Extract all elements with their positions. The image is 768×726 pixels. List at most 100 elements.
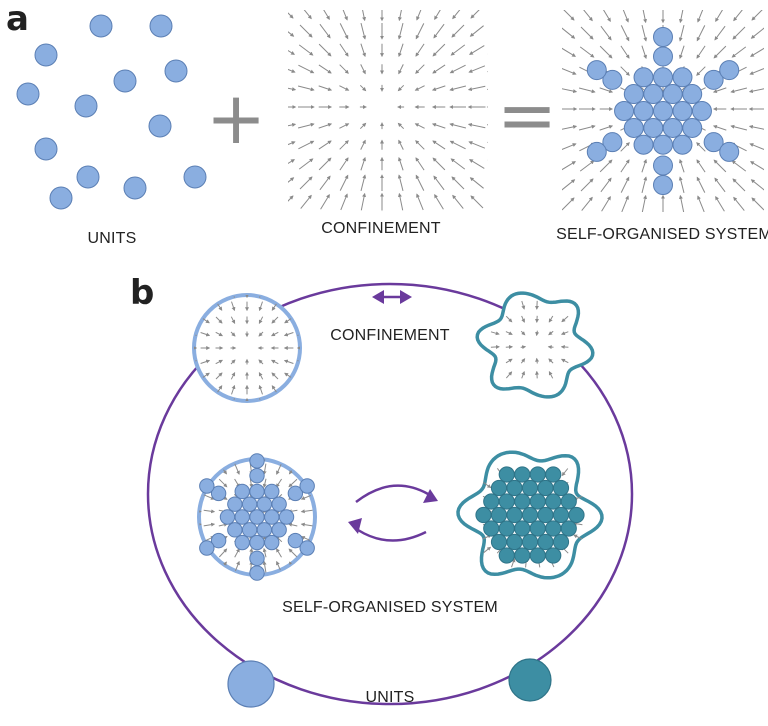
field-arrow bbox=[262, 547, 267, 558]
panel-b: b CONFINEMENT bbox=[130, 273, 634, 708]
field-arrow bbox=[200, 359, 211, 364]
unit bbox=[148, 114, 172, 138]
unit bbox=[234, 534, 250, 551]
field-arrow bbox=[599, 45, 613, 59]
field-arrow bbox=[234, 459, 240, 462]
unit bbox=[498, 493, 515, 510]
field-arrow bbox=[578, 124, 596, 131]
field-arrow bbox=[270, 331, 279, 337]
field-arrow bbox=[339, 85, 350, 91]
field-arrow bbox=[360, 174, 367, 192]
field-arrow bbox=[579, 160, 595, 172]
field-arrow bbox=[302, 562, 312, 572]
field-arrow bbox=[234, 463, 240, 475]
field-arrow bbox=[318, 85, 333, 91]
field-arrow bbox=[713, 159, 727, 173]
field-arrow bbox=[678, 194, 685, 212]
panel-b-letter: b bbox=[130, 273, 154, 313]
field-arrow bbox=[467, 122, 486, 129]
unit bbox=[249, 483, 265, 500]
field-arrow bbox=[573, 534, 583, 540]
field-arrow bbox=[271, 372, 279, 380]
confinement-circle bbox=[192, 293, 302, 403]
field-arrow bbox=[542, 180, 556, 189]
field-arrow bbox=[715, 196, 725, 212]
unit bbox=[498, 466, 515, 483]
unit bbox=[34, 43, 58, 67]
unit bbox=[653, 46, 673, 67]
unit bbox=[475, 506, 492, 524]
field-arrow bbox=[416, 193, 424, 211]
field-arrow bbox=[249, 478, 254, 488]
field-arrow bbox=[299, 24, 313, 38]
cycle-confinement-label: CONFINEMENT bbox=[330, 327, 450, 344]
unit bbox=[623, 84, 644, 105]
unit bbox=[506, 533, 523, 551]
unit bbox=[183, 165, 207, 189]
field-arrow bbox=[732, 26, 746, 40]
field-arrow bbox=[450, 158, 466, 170]
field-arrow bbox=[602, 0, 610, 3]
field-arrow bbox=[490, 7, 503, 18]
unit bbox=[199, 540, 215, 556]
field-arrow bbox=[620, 25, 630, 42]
field-arrow bbox=[562, 179, 576, 191]
unit bbox=[633, 101, 654, 121]
field-arrow bbox=[641, 176, 648, 194]
unit bbox=[299, 478, 315, 494]
unit bbox=[682, 84, 703, 105]
unit bbox=[514, 466, 531, 483]
field-arrow bbox=[287, 522, 298, 527]
field-arrow bbox=[203, 522, 216, 527]
field-arrow bbox=[748, 88, 764, 94]
unit bbox=[545, 520, 562, 537]
field-arrow bbox=[288, 31, 295, 37]
field-arrow bbox=[521, 300, 526, 310]
unit bbox=[264, 509, 280, 525]
field-arrow bbox=[203, 494, 215, 500]
field-arrow bbox=[620, 176, 630, 193]
unit bbox=[672, 134, 693, 155]
field-arrow bbox=[360, 43, 366, 58]
field-arrow bbox=[697, 10, 704, 23]
unit bbox=[552, 479, 570, 497]
field-arrow bbox=[483, 481, 492, 489]
field-arrow bbox=[469, 45, 485, 55]
field-arrow bbox=[359, 122, 367, 130]
field-arrow bbox=[262, 478, 267, 488]
field-arrow bbox=[521, 370, 525, 379]
field-arrow bbox=[641, 194, 648, 212]
field-arrow bbox=[483, 546, 492, 554]
field-arrow bbox=[562, 27, 576, 39]
field-arrow bbox=[398, 43, 404, 58]
field-arrow bbox=[302, 464, 312, 474]
field-arrow bbox=[451, 24, 465, 38]
unit bbox=[521, 533, 539, 551]
field-arrow bbox=[261, 26, 275, 35]
field-arrow bbox=[288, 195, 294, 202]
field-arrow bbox=[432, 43, 446, 57]
field-arrow bbox=[215, 331, 224, 337]
field-arrow bbox=[262, 197, 275, 208]
field-arrow bbox=[260, 46, 275, 54]
field-arrow bbox=[323, 10, 330, 20]
field-arrow bbox=[199, 494, 202, 500]
field-arrow bbox=[730, 124, 748, 131]
field-arrow bbox=[449, 64, 466, 74]
field-arrow bbox=[298, 140, 315, 150]
field-arrow bbox=[215, 359, 224, 365]
field-arrow bbox=[487, 159, 488, 164]
field-arrow bbox=[535, 330, 540, 337]
unit bbox=[691, 101, 712, 121]
unit bbox=[227, 496, 243, 512]
field-arrow bbox=[318, 140, 332, 150]
unit bbox=[672, 67, 693, 88]
field-arrow bbox=[270, 359, 279, 365]
field-arrow bbox=[560, 331, 569, 335]
field-arrow bbox=[284, 385, 294, 395]
field-arrow bbox=[288, 141, 296, 146]
field-arrow bbox=[258, 384, 263, 395]
field-arrow bbox=[297, 373, 300, 379]
field-arrow bbox=[320, 194, 330, 210]
